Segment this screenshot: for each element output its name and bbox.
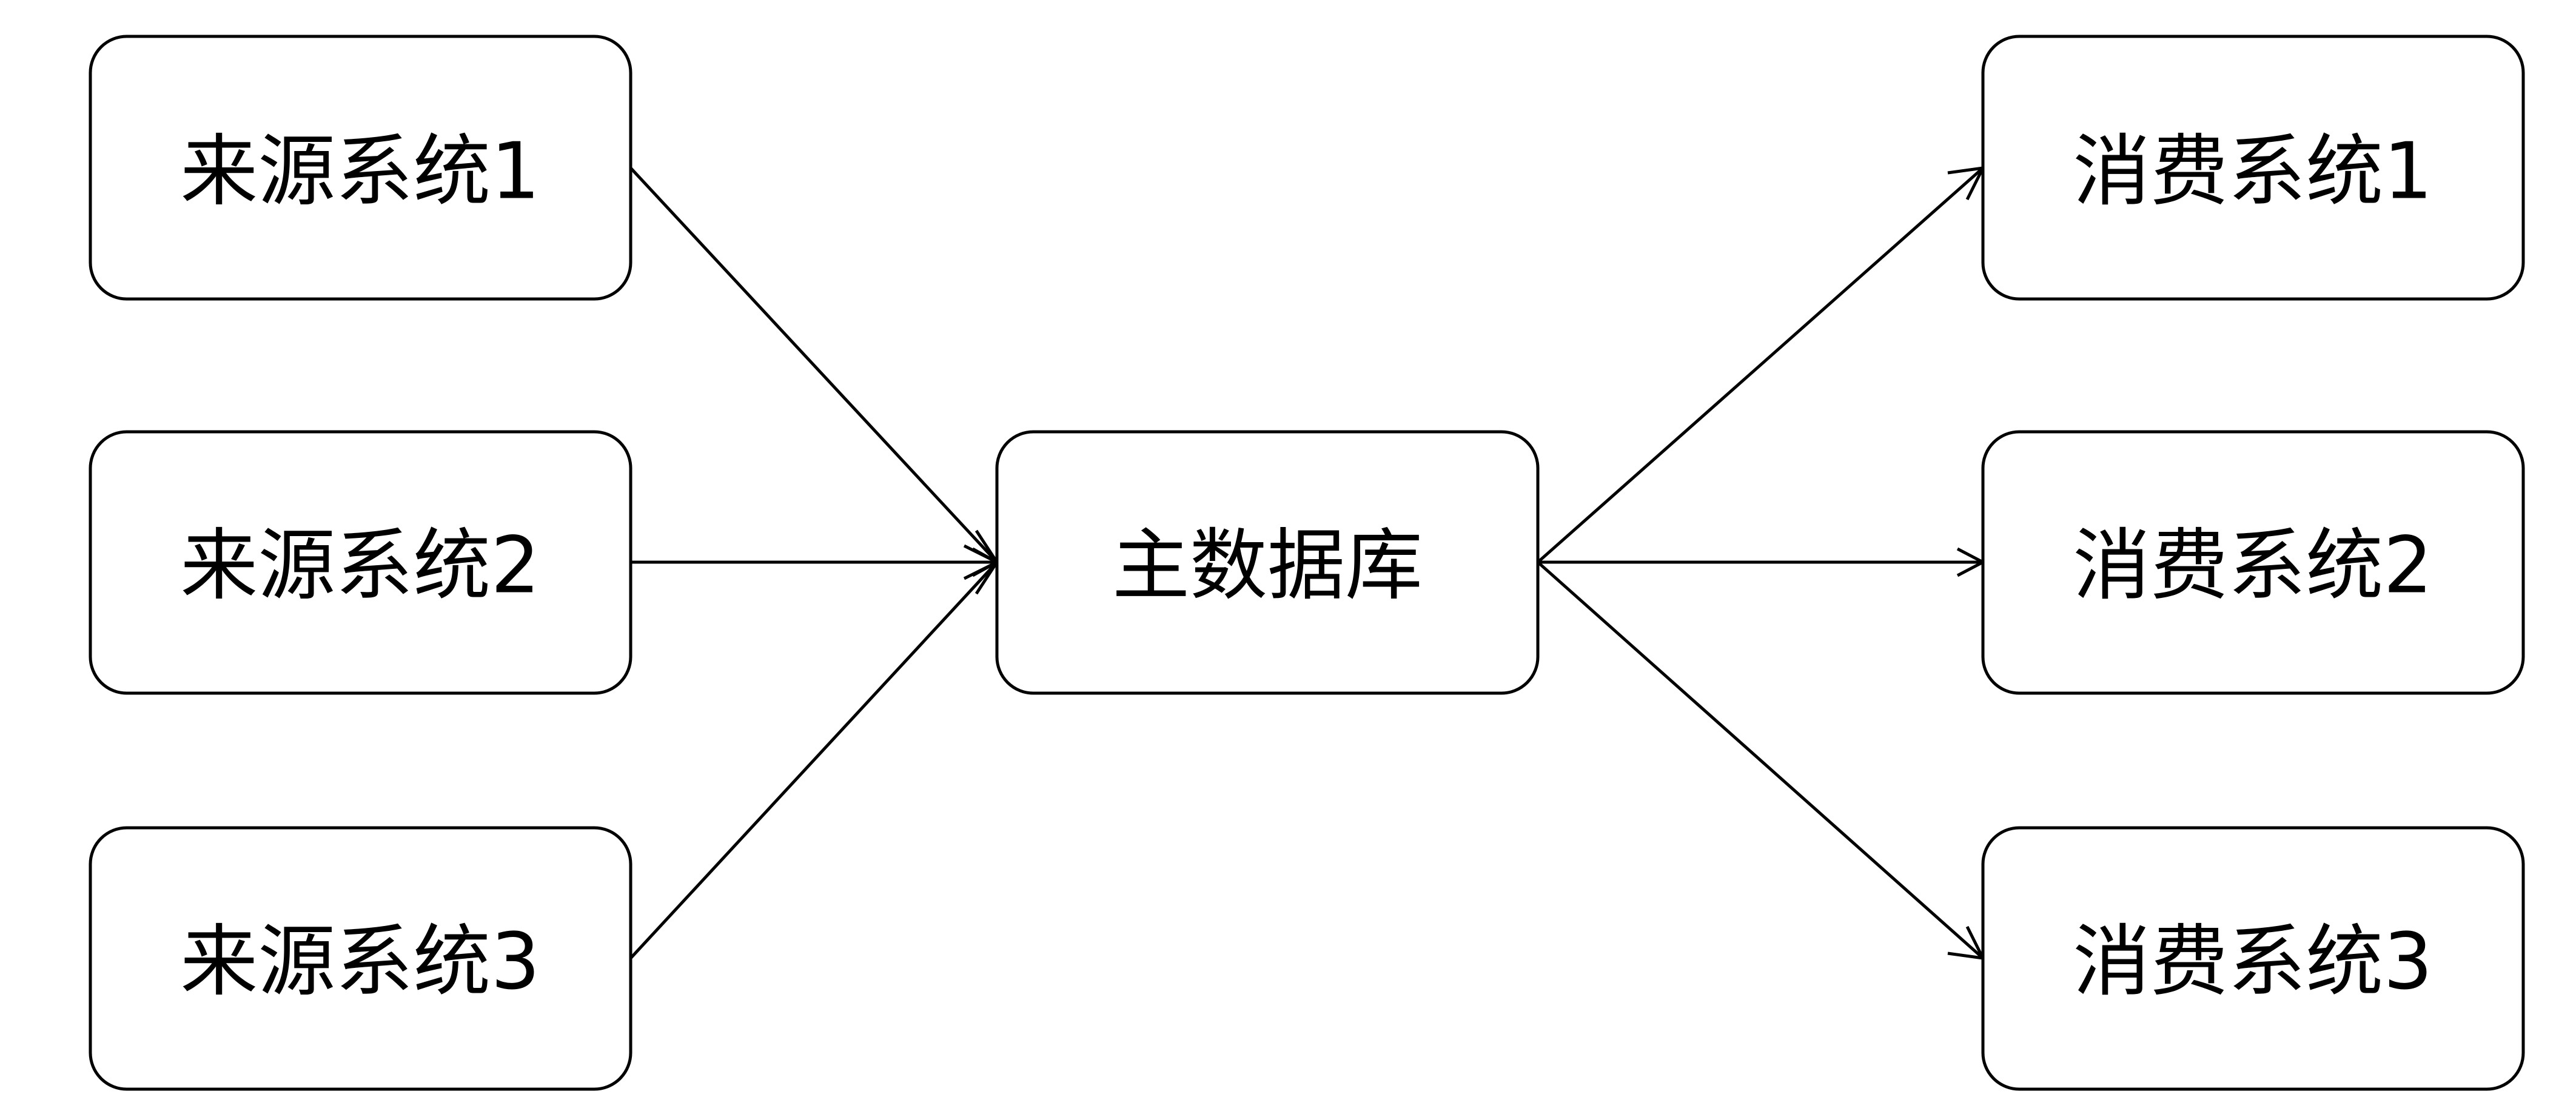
consumer-node-2: 消费系统2: [1981, 430, 2525, 695]
source-label-3: 来源系统3: [180, 917, 540, 1007]
consumer-label-3: 消费系统3: [2073, 917, 2432, 1007]
edge-source3-to-db: [629, 561, 998, 959]
edge-db-to-consumer1: [1537, 167, 1984, 563]
consumer-node-3: 消费系统3: [1981, 826, 2525, 1091]
edge-source1-to-db: [629, 167, 998, 563]
source-node-3: 来源系统3: [89, 826, 632, 1091]
consumer-label-1: 消费系统1: [2073, 127, 2432, 217]
source-label-1: 来源系统1: [180, 127, 540, 217]
consumer-node-1: 消费系统1: [1981, 35, 2525, 301]
master-database-label: 主数据库: [1112, 521, 1423, 611]
source-label-2: 来源系统2: [180, 521, 540, 611]
edge-db-to-consumer3: [1537, 561, 1984, 959]
source-node-2: 来源系统2: [89, 430, 632, 695]
master-database-node: 主数据库: [995, 430, 1540, 695]
consumer-label-2: 消费系统2: [2073, 521, 2432, 611]
source-node-1: 来源系统1: [89, 35, 632, 301]
edges: [629, 166, 1987, 961]
